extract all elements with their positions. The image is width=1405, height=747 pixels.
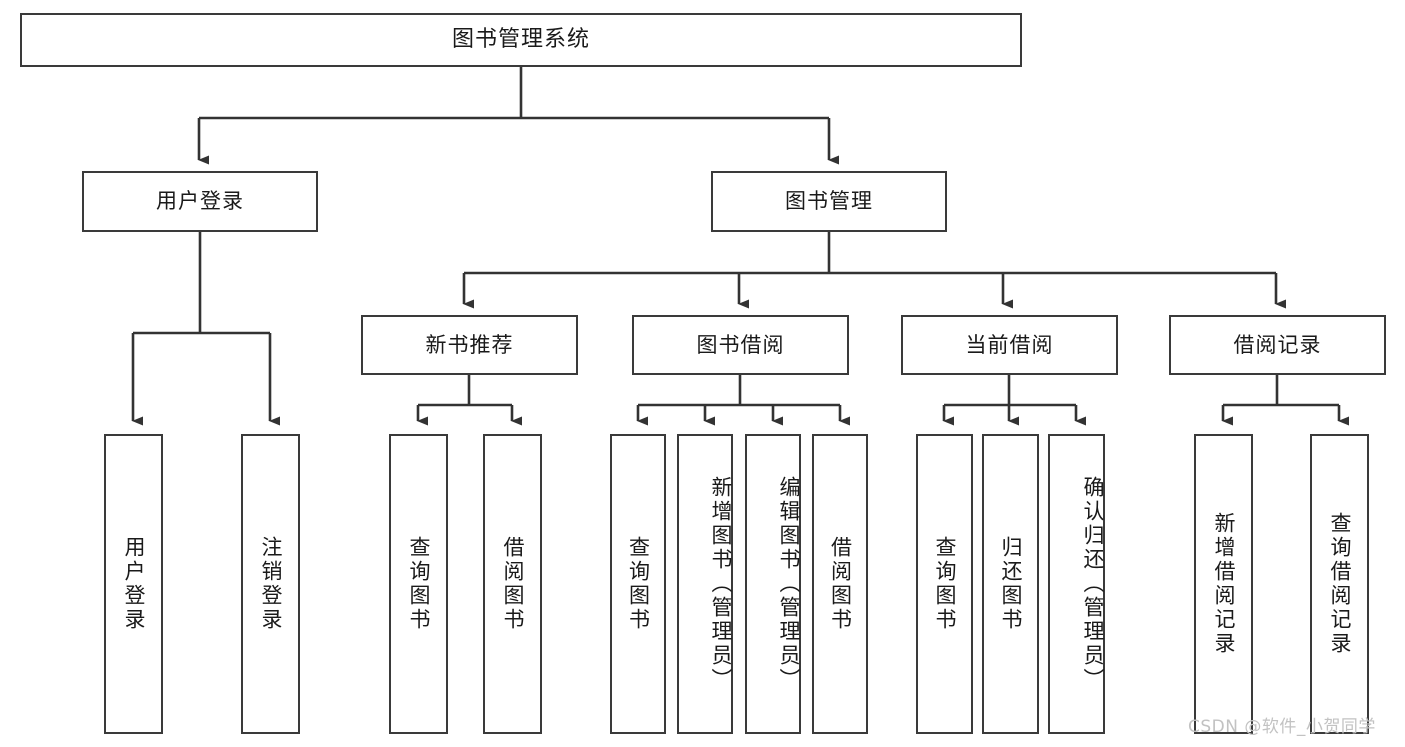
leaf-label: 查询图书 xyxy=(933,536,957,632)
leaf-user-login-logout[interactable]: 注销登录 xyxy=(241,434,300,734)
node-book-borrow[interactable]: 图书借阅 xyxy=(632,315,849,375)
node-book-management-label: 图书管理 xyxy=(785,189,873,214)
leaf-label: 查询借阅记录 xyxy=(1328,512,1352,656)
leaf-label: 借阅图书 xyxy=(501,536,525,632)
leaf-label: 查询图书 xyxy=(626,536,651,632)
node-new-book-recommend-label: 新书推荐 xyxy=(425,332,514,357)
node-current-borrow-label: 当前借阅 xyxy=(965,332,1054,357)
leaf-label: 归还图书 xyxy=(999,536,1023,632)
leaf-label: 编辑图书（管理员） xyxy=(777,476,801,692)
node-book-borrow-label: 图书借阅 xyxy=(696,332,785,357)
leaf-current-confirm-return-admin[interactable]: 确认归还（管理员） xyxy=(1048,434,1105,734)
leaf-record-add-record[interactable]: 新增借阅记录 xyxy=(1194,434,1253,734)
leaf-borrow-borrow-book[interactable]: 借阅图书 xyxy=(812,434,868,734)
leaf-label: 新增图书（管理员） xyxy=(709,476,733,692)
leaf-label: 新增借阅记录 xyxy=(1212,512,1236,656)
leaf-label: 查询图书 xyxy=(407,536,431,632)
leaf-borrow-query-book[interactable]: 查询图书 xyxy=(610,434,666,734)
leaf-label: 确认归还（管理员） xyxy=(1081,476,1105,692)
node-root-label: 图书管理系统 xyxy=(451,27,590,53)
leaf-current-query-book[interactable]: 查询图书 xyxy=(916,434,973,734)
leaf-new-book-query[interactable]: 查询图书 xyxy=(389,434,448,734)
node-user-login[interactable]: 用户登录 xyxy=(82,171,318,232)
leaf-new-book-borrow[interactable]: 借阅图书 xyxy=(483,434,542,734)
leaf-label: 用户登录 xyxy=(122,536,146,632)
leaf-user-login-login[interactable]: 用户登录 xyxy=(104,434,163,734)
leaf-borrow-add-book-admin[interactable]: 新增图书（管理员） xyxy=(677,434,733,734)
leaf-borrow-edit-book-admin[interactable]: 编辑图书（管理员） xyxy=(745,434,801,734)
node-current-borrow[interactable]: 当前借阅 xyxy=(901,315,1118,375)
node-root-system[interactable]: 图书管理系统 xyxy=(20,13,1022,67)
node-borrow-record-label: 借阅记录 xyxy=(1233,332,1322,357)
leaf-label: 借阅图书 xyxy=(828,536,853,632)
leaf-record-query-record[interactable]: 查询借阅记录 xyxy=(1310,434,1369,734)
leaf-label: 注销登录 xyxy=(259,536,283,632)
node-new-book-recommend[interactable]: 新书推荐 xyxy=(361,315,578,375)
leaf-current-return-book[interactable]: 归还图书 xyxy=(982,434,1039,734)
csdn-watermark: CSDN @软件_小贺同学 xyxy=(1188,717,1376,737)
node-borrow-record[interactable]: 借阅记录 xyxy=(1169,315,1386,375)
node-book-management[interactable]: 图书管理 xyxy=(711,171,947,232)
node-user-login-label: 用户登录 xyxy=(156,189,244,214)
